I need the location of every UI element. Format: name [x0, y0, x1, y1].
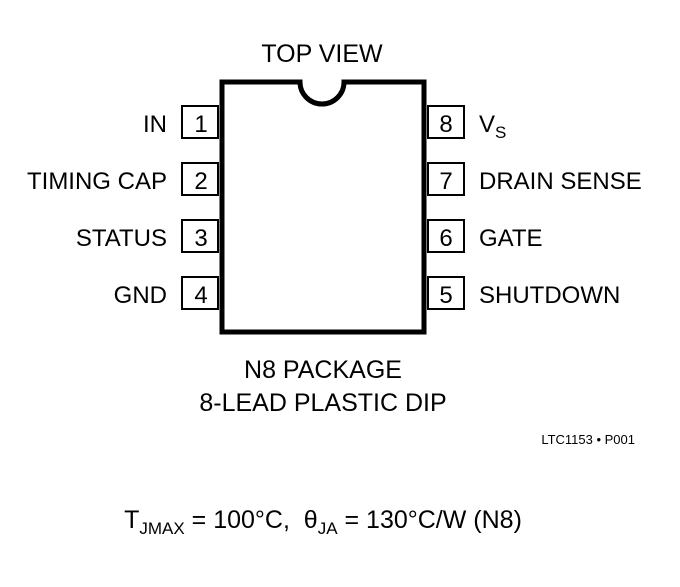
pin-number: 1 [194, 111, 207, 138]
pin-box [427, 276, 465, 310]
pin-5: 5 SHUTDOWN [427, 276, 620, 310]
thermal-spec: TJMAX = 100°C, θJA = 130°C/W (N8) [124, 506, 522, 538]
pin-box [427, 219, 465, 253]
pin-number: 7 [439, 168, 452, 195]
pin-7: 7 DRAIN SENSE [427, 162, 642, 196]
package-description: 8-LEAD PLASTIC DIP [199, 389, 446, 417]
tj-symbol: T [124, 506, 139, 534]
theta-symbol: θ [304, 506, 318, 534]
pin-label: STATUS [76, 225, 167, 252]
pin-number: 6 [439, 225, 452, 252]
pin-number: 5 [439, 282, 452, 309]
pin-label: IN [143, 111, 167, 138]
pin-label: VS [479, 111, 506, 142]
pin-number: 4 [194, 282, 207, 309]
pin-number: 8 [439, 111, 452, 138]
package-name: N8 PACKAGE [244, 356, 402, 384]
pin-label: GATE [479, 225, 543, 252]
pin-label: DRAIN SENSE [479, 168, 642, 195]
tj-value: = 100°C, [185, 506, 304, 534]
tj-subscript: JMAX [139, 519, 184, 538]
pin-box [427, 105, 465, 139]
pin-box [181, 276, 219, 310]
pin-6: 6 GATE [427, 219, 543, 253]
pin-8: 8 VS [427, 105, 506, 142]
pin-label-sub: S [495, 123, 506, 142]
theta-subscript: JA [318, 519, 339, 538]
pin-3: 3 STATUS [76, 219, 219, 253]
left-pins: 1 IN 2 TIMING CAP 3 STATUS 4 GND [27, 105, 219, 310]
pin-box [181, 105, 219, 139]
pin-label: SHUTDOWN [479, 282, 620, 309]
theta-value: = 130°C/W (N8) [338, 506, 522, 534]
figure-id: LTC1153 • P001 [541, 432, 635, 447]
pin-label-main: V [479, 111, 495, 138]
top-view-title: TOP VIEW [261, 40, 383, 68]
pin-1: 1 IN [143, 105, 219, 139]
pin-number: 2 [194, 168, 207, 195]
pin-label: TIMING CAP [27, 168, 167, 195]
pin-2: 2 TIMING CAP [27, 162, 219, 196]
package-body [219, 79, 427, 335]
pin-4: 4 GND [114, 276, 219, 310]
pin-box [181, 162, 219, 196]
pin-label: GND [114, 282, 167, 309]
right-pins: 8 VS 7 DRAIN SENSE 6 GATE 5 SHUTDOWN [427, 105, 642, 310]
pin-box [427, 162, 465, 196]
pin-number: 3 [194, 225, 207, 252]
pin-box [181, 219, 219, 253]
